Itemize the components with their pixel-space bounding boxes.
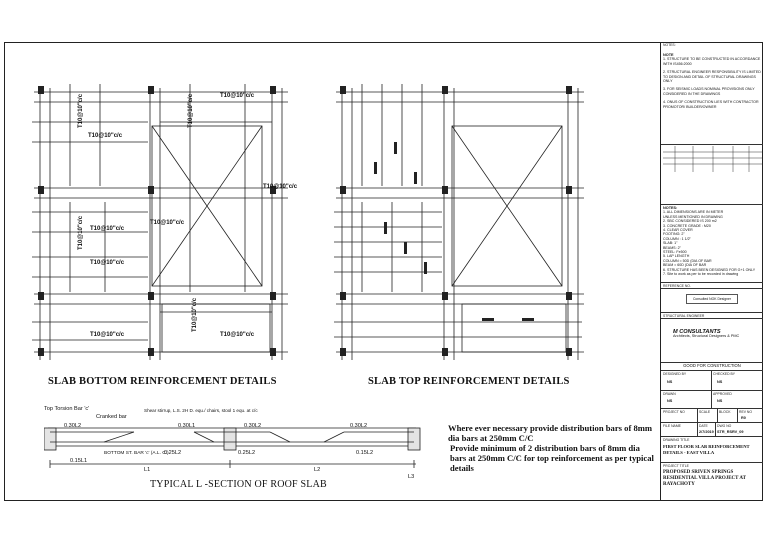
note-line: 4. CLEAR COVER <box>663 228 693 233</box>
note-line: 2. SBC CONSIDERED IS 200 m2 <box>663 219 717 224</box>
dim-label: 0.25L2 <box>238 450 255 456</box>
note-line: COLUMN = 50D (DIA OF BAR <box>663 258 712 263</box>
note-line: SLAB: 1" <box>663 241 678 246</box>
note-line: BEAMS: 2" <box>663 245 681 250</box>
project-title: PROPOSED SRIVEN SPRINGS RESIDENTIAL VILL… <box>663 470 746 487</box>
title-block: NOTES: NOTE 1. STRUCTURE TO BE CONSTRUCT… <box>660 42 763 501</box>
stamp-box: Consulted NOK Designer <box>685 294 739 305</box>
note-item: 3. FOR SEISMIC LOADS NOMINAL PROVISIONS … <box>663 87 755 96</box>
slab-bottom-plan: T10@10"c/c T10@10"c/c T10@10"c/c T10@10"… <box>32 84 298 360</box>
general-notes: NOTE 1. STRUCTURE TO BE CONSTRUCTED IN A… <box>663 53 761 109</box>
callout-torsion-bar: Top Torsion Bar 'c' <box>44 406 89 412</box>
project-info-row: PROJECT NO SCALE BLOCK REV NO R0 <box>661 408 763 422</box>
callout-cranked-bar: Cranked bar <box>96 414 127 420</box>
revision-table-lines <box>663 146 762 172</box>
bar-label: T10@10"c/c <box>78 215 84 250</box>
bar-label: T10@10"c/c <box>88 133 123 139</box>
slab-top-plan <box>334 84 584 360</box>
consultant-subtitle: Architects, Structural Designers & PMC <box>673 334 740 339</box>
bar-label: T10@10"c/c <box>192 297 198 332</box>
bar-label: T10@10"c/c <box>220 93 255 99</box>
span-label: L2 <box>314 467 320 473</box>
bar-label: T10@10"c/c <box>263 184 298 190</box>
drawing-title-row: DRAWING TITLE FIRST FLOOR SLAB REINFORCE… <box>661 436 763 462</box>
dim-label: 0.30L2 <box>64 423 81 429</box>
note-line: BEAM = 60D (DIA OF BAR <box>663 263 707 268</box>
drawing-title: FIRST FLOOR SLAB REINFORCEMENT DETAILS -… <box>663 444 750 455</box>
callout-shear: Shear stirrup, L.S. 2H D. equ./ chairs, … <box>144 408 258 413</box>
note-item: 1. STRUCTURE TO BE CONSTRUCTED IN ACCORD… <box>663 57 761 66</box>
distribution-note-1: Where ever necessary provide distributio… <box>448 423 653 443</box>
note-line: 3. CONCRETE GRADE : M20 <box>663 223 711 228</box>
note-line: 5. LAP LENGTH <box>663 254 690 259</box>
note-line: FOOTING: 2" <box>663 232 685 237</box>
span-label: L3 <box>408 474 414 480</box>
dim-label: 0.25L2 <box>164 450 181 456</box>
dim-label: 0.30L2 <box>244 423 261 429</box>
bar-label: T10@10"c/c <box>90 226 125 232</box>
notes-header: NOTES: <box>663 43 676 47</box>
reference-label: REFERENCE NO. <box>661 282 763 288</box>
note-item: 2. STRUCTURAL ENGINEER RESPONSIBILITY IS… <box>663 70 761 84</box>
engineer-label: STRUCTURAL ENGINEER <box>661 312 763 318</box>
revision-grid <box>661 144 763 172</box>
slab-section-drawing: Top Torsion Bar 'c' Cranked bar Shear st… <box>44 406 421 480</box>
note-line: COLUMN : 1 1/2" <box>663 236 691 241</box>
status-badge: GOOD FOR CONSTRUCTION <box>683 363 741 368</box>
slab-top-title: SLAB TOP REINFORCEMENT DETAILS <box>368 376 570 387</box>
consultant-name: M CONSULTANTS <box>673 329 721 335</box>
note-item: 4. ONUS OF CONSTRUCTION LIES WITH CONTRA… <box>663 100 759 109</box>
drawing-sheet-border <box>4 42 763 501</box>
callout-bottom-bar: BOTTOM ST. BAR 'c' (A.L. C.) <box>104 450 169 456</box>
note-line: 1. ALL DIMENSIONS ARE IN METER <box>663 210 724 215</box>
slab-bottom-title: SLAB BOTTOM REINFORCEMENT DETAILS <box>48 376 277 387</box>
note-line: UNLESS MENTIONED IN DRAWING <box>663 214 723 219</box>
bar-label: T10@10"c/c <box>188 93 194 128</box>
dim-label: 0.15L2 <box>356 450 373 456</box>
bar-label: T10@10"c/c <box>90 260 125 266</box>
distribution-note-2: Provide minimum of 2 distribution bars o… <box>450 443 654 473</box>
dim-label: 0.30L1 <box>178 423 195 429</box>
bar-label: T10@10"c/c <box>150 220 185 226</box>
consultant-stamp: Consulted NOK Designer <box>661 288 763 312</box>
bar-label: T10@10"c/c <box>78 93 84 128</box>
project-title-row: PROJECT TITLE PROPOSED SRIVEN SPRINGS RE… <box>661 462 763 501</box>
consultant-block: M CONSULTANTS Architects, Structural Des… <box>661 318 763 362</box>
designed-checked-row: DESIGNED BY NS CHECKED BY NS <box>661 370 763 390</box>
note-line: STEEL: Fe500 <box>663 250 687 255</box>
dim-label: 0.15L1 <box>70 458 87 464</box>
file-row: FILE NAME DATE DWG NO 2/7/2019 STR_RSRV_… <box>661 422 763 436</box>
technical-notes: NOTES: 1. ALL DIMENSIONS ARE IN METER UN… <box>661 204 763 282</box>
span-label: L1 <box>144 467 150 473</box>
section-title: TYPICAL L -SECTION OF ROOF SLAB <box>150 479 327 490</box>
dim-label: 0.30L2 <box>350 423 367 429</box>
note-line: 6. STRUCTURE HAS BEEN DESIGNED FOR G+1 O… <box>663 267 756 272</box>
bar-label: T10@10"c/c <box>220 332 255 338</box>
bar-label: T10@10"c/c <box>90 332 125 338</box>
drawn-approved-row: DRAWN NS APPROVED NS <box>661 390 763 408</box>
status-row: GOOD FOR CONSTRUCTION <box>661 362 763 370</box>
note-line: 7. Site to work as per to be recorded in… <box>663 272 739 277</box>
